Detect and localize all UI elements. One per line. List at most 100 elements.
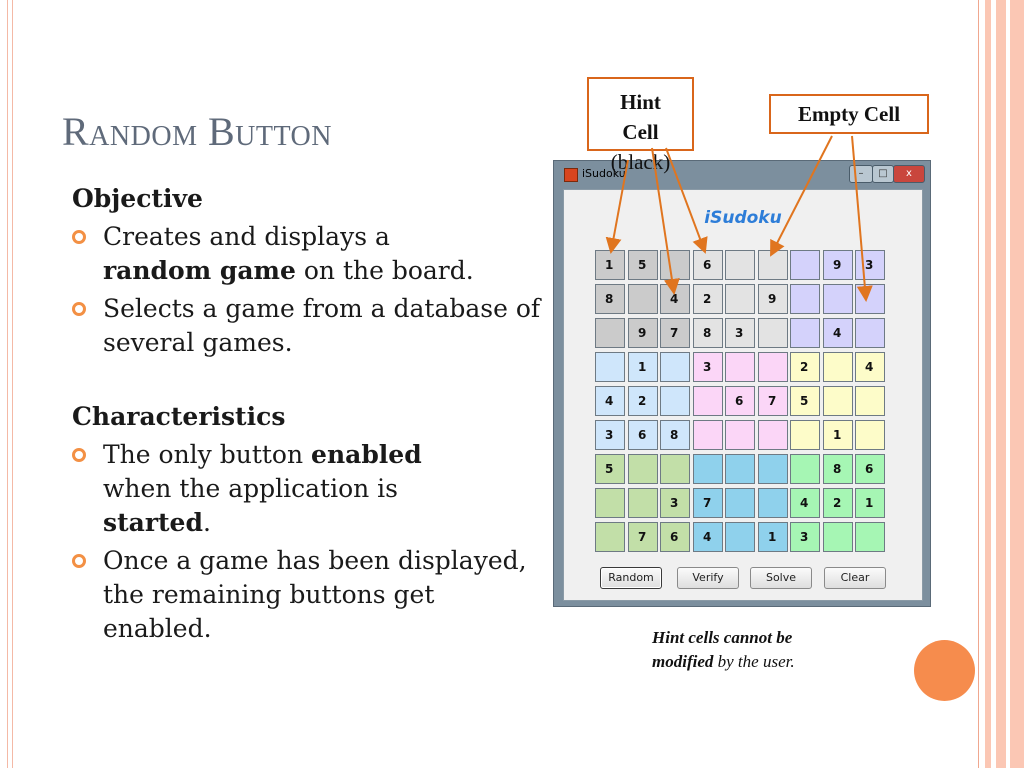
sudoku-cell[interactable] [823, 522, 853, 552]
sudoku-cell[interactable] [790, 420, 820, 450]
sudoku-cell[interactable] [595, 318, 625, 348]
sudoku-cell[interactable]: 1 [595, 250, 625, 280]
decorative-circle [914, 640, 975, 701]
sudoku-cell[interactable]: 7 [693, 488, 723, 518]
sudoku-cell[interactable] [758, 352, 788, 382]
sudoku-cell[interactable]: 1 [855, 488, 885, 518]
maximize-icon[interactable]: □ [872, 165, 894, 183]
sudoku-cell[interactable]: 6 [693, 250, 723, 280]
sudoku-cell[interactable]: 3 [595, 420, 625, 450]
sudoku-cell[interactable] [693, 420, 723, 450]
sudoku-cell[interactable]: 3 [790, 522, 820, 552]
bullet-item: Selects a game from a database of severa… [72, 292, 542, 360]
sudoku-cell[interactable] [758, 454, 788, 484]
sudoku-cell[interactable]: 2 [790, 352, 820, 382]
sudoku-cell[interactable] [855, 318, 885, 348]
sudoku-cell[interactable]: 7 [758, 386, 788, 416]
sudoku-cell[interactable]: 3 [725, 318, 755, 348]
sudoku-cell[interactable] [660, 352, 690, 382]
sudoku-cell[interactable]: 9 [628, 318, 658, 348]
sudoku-cell[interactable] [660, 250, 690, 280]
sudoku-cell[interactable]: 3 [855, 250, 885, 280]
sudoku-cell[interactable] [725, 284, 755, 314]
sudoku-cell[interactable] [823, 386, 853, 416]
sudoku-cell[interactable]: 4 [790, 488, 820, 518]
sudoku-cell[interactable] [823, 284, 853, 314]
clear-button[interactable]: Clear [824, 567, 886, 589]
sudoku-cell[interactable] [725, 522, 755, 552]
bullet-text: The only button [103, 440, 304, 469]
slide-title: Random Button [62, 109, 333, 154]
sudoku-cell[interactable] [790, 318, 820, 348]
sudoku-cell[interactable]: 5 [595, 454, 625, 484]
sudoku-cell[interactable] [595, 352, 625, 382]
sudoku-cell[interactable] [725, 420, 755, 450]
sudoku-cell[interactable] [693, 454, 723, 484]
verify-button[interactable]: Verify [677, 567, 739, 589]
sudoku-cell[interactable] [855, 386, 885, 416]
sudoku-cell[interactable]: 8 [660, 420, 690, 450]
sudoku-cell[interactable]: 8 [823, 454, 853, 484]
window-titlebar[interactable]: iSudoku – □ x [554, 161, 930, 187]
sudoku-cell[interactable] [725, 250, 755, 280]
sudoku-cell[interactable] [790, 250, 820, 280]
sudoku-cell[interactable] [660, 386, 690, 416]
sudoku-cell[interactable] [595, 522, 625, 552]
sudoku-cell[interactable] [758, 250, 788, 280]
sudoku-cell[interactable] [595, 488, 625, 518]
slide-stripe [985, 0, 991, 768]
sudoku-cell[interactable]: 2 [823, 488, 853, 518]
sudoku-cell[interactable] [790, 454, 820, 484]
sudoku-cell[interactable]: 8 [693, 318, 723, 348]
sudoku-cell[interactable]: 4 [660, 284, 690, 314]
sudoku-cell[interactable]: 8 [595, 284, 625, 314]
sudoku-cell[interactable]: 4 [823, 318, 853, 348]
sudoku-cell[interactable] [855, 284, 885, 314]
sudoku-cell[interactable] [758, 488, 788, 518]
sudoku-cell[interactable] [855, 420, 885, 450]
sudoku-cell[interactable] [823, 352, 853, 382]
sudoku-cell[interactable]: 9 [758, 284, 788, 314]
sudoku-cell[interactable]: 1 [628, 352, 658, 382]
sudoku-cell[interactable] [725, 488, 755, 518]
sudoku-cell[interactable]: 6 [660, 522, 690, 552]
sudoku-cell[interactable]: 1 [758, 522, 788, 552]
sudoku-cell[interactable] [660, 454, 690, 484]
solve-button[interactable]: Solve [750, 567, 812, 589]
sudoku-cell[interactable] [628, 454, 658, 484]
sudoku-cell[interactable]: 4 [855, 352, 885, 382]
sudoku-cell[interactable]: 1 [823, 420, 853, 450]
sudoku-cell[interactable]: 2 [628, 386, 658, 416]
sudoku-cell[interactable]: 7 [660, 318, 690, 348]
sudoku-cell[interactable] [628, 488, 658, 518]
slide-content: Objective Creates and displays a random … [72, 182, 542, 650]
close-icon[interactable]: x [893, 165, 925, 183]
sudoku-cell[interactable] [628, 284, 658, 314]
sudoku-cell[interactable] [790, 284, 820, 314]
sudoku-cell[interactable]: 5 [790, 386, 820, 416]
minimize-icon[interactable]: – [849, 165, 873, 183]
sudoku-cell[interactable]: 9 [823, 250, 853, 280]
sudoku-cell[interactable]: 3 [660, 488, 690, 518]
sudoku-cell[interactable]: 6 [725, 386, 755, 416]
sudoku-cell[interactable] [758, 420, 788, 450]
sudoku-cell[interactable] [725, 454, 755, 484]
bullet-circle-icon [72, 448, 86, 462]
sudoku-cell[interactable]: 5 [628, 250, 658, 280]
sudoku-cell[interactable]: 4 [595, 386, 625, 416]
sudoku-cell[interactable]: 4 [693, 522, 723, 552]
sudoku-cell[interactable]: 3 [693, 352, 723, 382]
sudoku-cell[interactable] [725, 352, 755, 382]
random-button[interactable]: Random [600, 567, 662, 589]
sudoku-cell[interactable]: 6 [855, 454, 885, 484]
sudoku-cell[interactable]: 6 [628, 420, 658, 450]
sudoku-cell[interactable] [855, 522, 885, 552]
callout-text: Hint [620, 90, 661, 114]
sudoku-cell[interactable]: 7 [628, 522, 658, 552]
sudoku-cell[interactable]: 2 [693, 284, 723, 314]
sudoku-cell[interactable] [758, 318, 788, 348]
sudoku-cell[interactable] [693, 386, 723, 416]
